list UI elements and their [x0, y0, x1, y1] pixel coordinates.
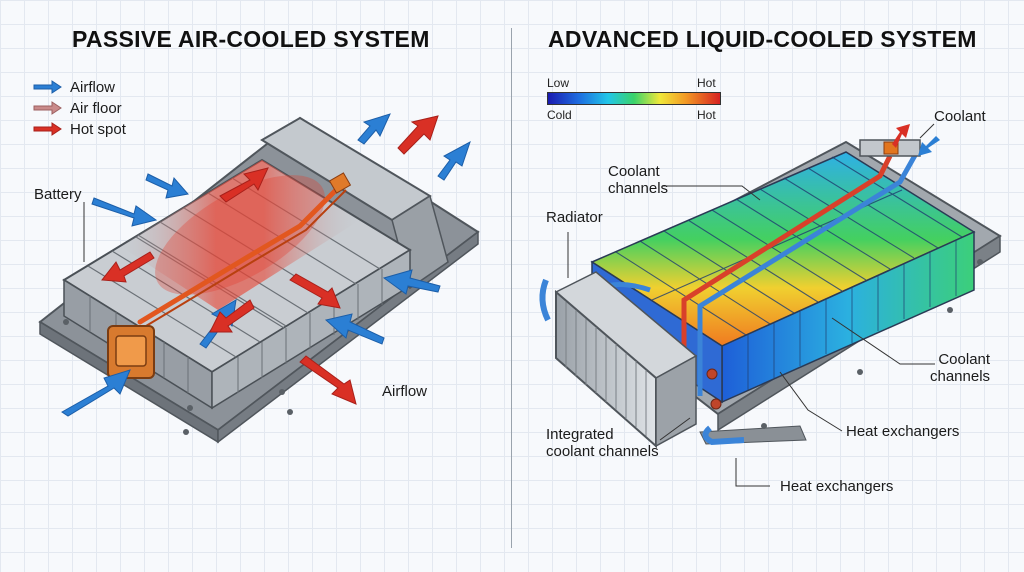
scale-label-hot-bottom: Hot — [697, 108, 716, 122]
scale-label-hot-top: Hot — [697, 76, 716, 90]
front-connector — [107, 325, 155, 379]
panel-divider — [511, 28, 512, 548]
label-heat-exchangers-bottom: Heat exchangers — [780, 478, 894, 495]
busbar-connector-top — [328, 172, 352, 194]
radiator — [539, 271, 745, 449]
legend-label-air-floor: Air floor — [70, 99, 122, 117]
scale-label-cold: Cold — [547, 108, 572, 122]
liquid-cooled-battery-pack — [539, 124, 1002, 449]
right-panel-title: ADVANCED LIQUID-COOLED SYSTEM — [548, 26, 977, 52]
coolant-pipe-blue — [697, 148, 921, 396]
label-coolant-channels-top: Coolant channels — [608, 163, 669, 197]
legend-item-hot-spot: Hot spot — [32, 120, 126, 138]
legend-item-air-floor: Air floor — [32, 99, 122, 117]
label-radiator: Radiator — [546, 209, 603, 226]
legend-item-airflow: Airflow — [32, 78, 115, 96]
blue-arrow-icon — [33, 80, 62, 94]
hot-air-arrows-red — [101, 115, 439, 405]
leader-lines-right — [567, 123, 935, 487]
label-integrated-coolant-channels: Integrated coolant channels — [546, 426, 659, 460]
label-heat-exchangers-right: Heat exchangers — [846, 423, 960, 440]
label-airflow: Airflow — [382, 383, 428, 400]
legend-label-hot-spot: Hot spot — [70, 120, 126, 138]
legend-label-airflow: Airflow — [70, 78, 116, 96]
label-battery: Battery — [34, 186, 82, 203]
label-coolant: Coolant — [934, 108, 986, 125]
red-arrow-icon — [33, 122, 62, 136]
air-cooled-battery-pack — [38, 113, 480, 444]
label-coolant-channels-right: Coolant channels — [930, 351, 991, 385]
busbar-cable — [137, 183, 343, 325]
pink-arrow-icon — [33, 101, 62, 115]
scale-label-low: Low — [547, 76, 570, 90]
temperature-color-scale — [547, 92, 721, 105]
hot-spot-glow — [120, 160, 360, 310]
left-panel-title: PASSIVE AIR-COOLED SYSTEM — [72, 26, 430, 52]
